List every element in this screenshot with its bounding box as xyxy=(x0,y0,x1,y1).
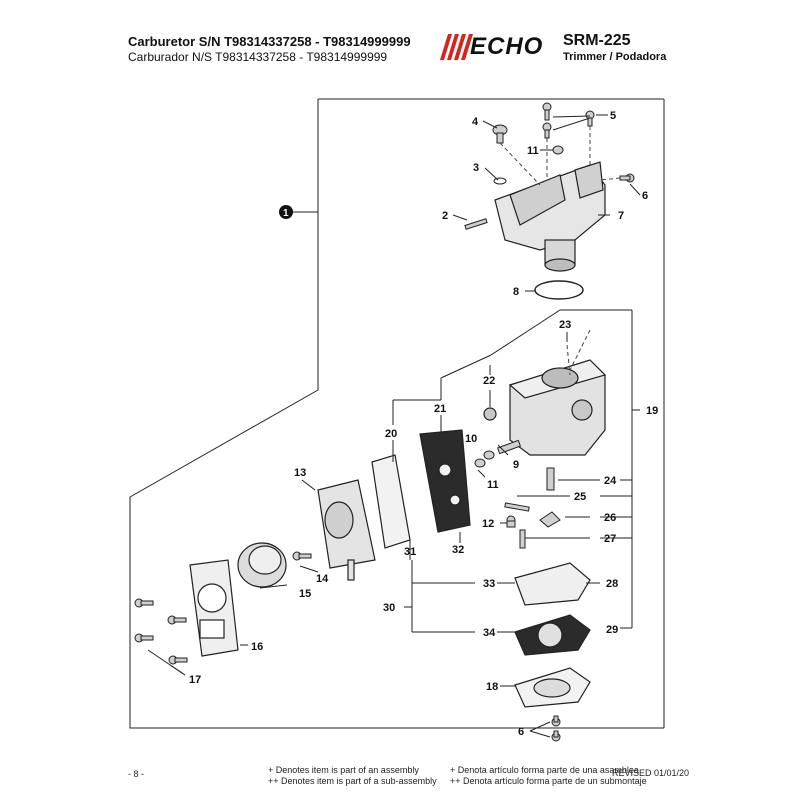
callout-19: 19 xyxy=(646,405,658,417)
callout-5: 5 xyxy=(610,110,616,122)
callout-28: 28 xyxy=(606,578,618,590)
needle-valve-parts xyxy=(474,439,561,549)
callout-26: 26 xyxy=(604,512,616,524)
callout-24: 24 xyxy=(604,475,617,487)
callout-21: 21 xyxy=(434,403,446,415)
callout-13: 13 xyxy=(294,467,306,479)
leader-lines xyxy=(147,114,641,738)
callout-14: 14 xyxy=(316,573,329,585)
echo-logo-stripes xyxy=(440,34,473,60)
assembly-dashes xyxy=(499,126,621,376)
callout-30: 30 xyxy=(383,602,395,614)
callout-34: 34 xyxy=(483,627,496,639)
page-title: Carburetor S/N T98314337258 - T983149999… xyxy=(128,34,411,49)
primer-bulb xyxy=(237,542,287,588)
cover-screws xyxy=(464,102,635,230)
footnote-en-2: ++ Denotes item is part of a sub-assembl… xyxy=(268,776,437,786)
callout-25: 25 xyxy=(574,491,586,503)
callout-29: 29 xyxy=(606,624,618,636)
assembly-marker xyxy=(279,205,293,219)
callout-2: 2 xyxy=(442,210,448,222)
callout-9: 9 xyxy=(513,459,519,471)
callout-12: 12 xyxy=(482,518,494,530)
retainer-plate xyxy=(189,559,239,657)
callout-3: 3 xyxy=(473,162,479,174)
o-ring xyxy=(534,280,584,300)
callout-15: 15 xyxy=(299,588,311,600)
metering-diaphragms xyxy=(514,562,591,708)
page-number: - 8 - xyxy=(128,769,145,779)
callout-22: 22 xyxy=(483,375,495,387)
callout-6-bottom: 6 xyxy=(518,726,524,738)
callout-18: 18 xyxy=(486,681,498,693)
carburetor-body xyxy=(483,359,607,456)
callout-16: 16 xyxy=(251,641,263,653)
callout-31: 31 xyxy=(404,546,416,558)
callout-4: 4 xyxy=(472,116,479,128)
callout-7: 7 xyxy=(618,210,624,222)
brand-logo: ECHO xyxy=(470,33,544,60)
footnote-es-1: + Denota artículo forma parte de una asa… xyxy=(450,765,639,775)
page-subtitle: Carburador N/S T98314337258 - T983149999… xyxy=(128,50,388,64)
callout-17: 17 xyxy=(189,674,201,686)
carburetor-cover xyxy=(494,161,606,272)
callout-8: 8 xyxy=(513,286,519,298)
assembly-bracket xyxy=(129,98,665,729)
callout-20: 20 xyxy=(385,428,397,440)
callout-1: 1 xyxy=(283,208,289,219)
pump-body xyxy=(317,479,376,581)
footnote-en-1: + Denotes item is part of an assembly xyxy=(268,765,419,775)
footnote-es-2: ++ Denota artículo forma parte de un sub… xyxy=(450,776,647,786)
callout-33: 33 xyxy=(483,578,495,590)
callout-10: 10 xyxy=(465,433,477,445)
model-subtitle: Trimmer / Podadora xyxy=(563,51,667,63)
revision-date: REVISED 01/01/20 xyxy=(612,768,690,778)
callout-23: 23 xyxy=(559,319,571,331)
gaskets xyxy=(371,429,471,549)
plate-screws xyxy=(134,551,312,665)
callout-11-mid: 11 xyxy=(487,479,499,491)
callout-11-top: 11 xyxy=(527,145,539,157)
callout-32: 32 xyxy=(452,544,464,556)
cover-screws-bottom xyxy=(551,715,561,742)
callout-6-top: 6 xyxy=(642,190,648,202)
model-name: SRM-225 xyxy=(563,32,631,49)
callout-27: 27 xyxy=(604,533,616,545)
